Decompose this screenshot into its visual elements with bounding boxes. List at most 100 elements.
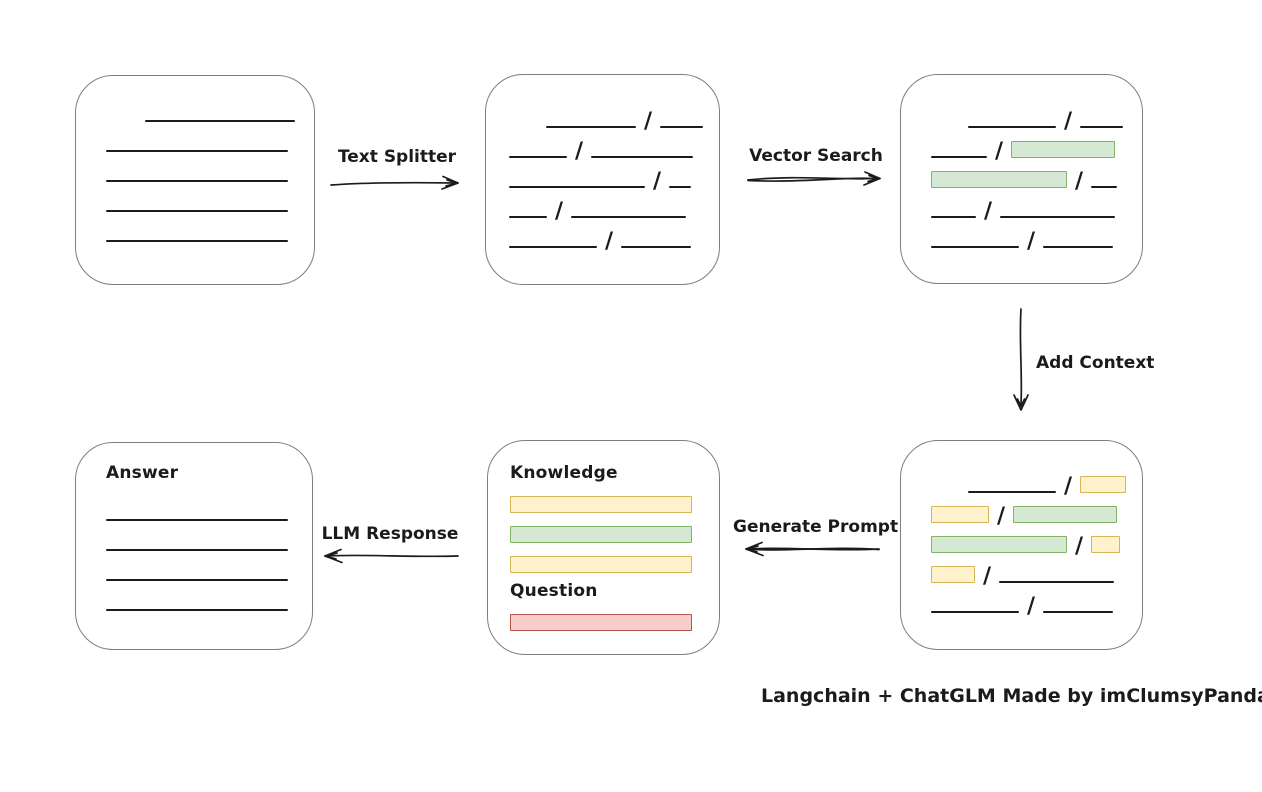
text-line (509, 186, 645, 188)
text-line (621, 246, 692, 248)
text-line (999, 581, 1115, 583)
vector-search-label: Vector Search (749, 146, 883, 166)
text-row: / (931, 218, 1142, 254)
slash-separator: / (983, 564, 992, 589)
yellow-highlight-bar (1091, 536, 1121, 553)
text-line (1043, 246, 1114, 248)
text-row: / (509, 128, 719, 164)
text-line (509, 246, 597, 248)
text-row: / (931, 128, 1142, 164)
text-line (106, 180, 288, 182)
text-row: / (509, 158, 719, 194)
answer-text-lines (106, 491, 312, 611)
context-lines: / / / / / (901, 441, 1142, 619)
llm-response-label: LLM Response (321, 524, 459, 544)
slash-separator: / (653, 169, 662, 194)
text-row (106, 212, 314, 242)
document-text-lines (76, 76, 314, 242)
text-line (571, 216, 687, 218)
text-line (968, 491, 1056, 493)
green-highlight-bar (1013, 506, 1118, 523)
green-highlight-bar (1011, 141, 1116, 158)
slash-separator: / (1075, 169, 1084, 194)
slash-separator: / (1027, 594, 1036, 619)
text-line (931, 246, 1019, 248)
text-line (669, 186, 692, 188)
slash-separator: / (1064, 109, 1073, 134)
text-row (510, 543, 719, 573)
question-label: Question (510, 581, 598, 601)
text-line (106, 210, 288, 212)
text-line (1091, 186, 1118, 188)
text-row (106, 152, 314, 182)
text-row: / (931, 98, 1142, 134)
split-text-node: ///// (485, 74, 720, 285)
generate-prompt-label: Generate Prompt (733, 517, 899, 537)
text-row (106, 92, 314, 122)
text-row: / (931, 463, 1142, 498)
text-line (106, 579, 288, 581)
text-row (106, 581, 312, 611)
slash-separator: / (1027, 229, 1036, 254)
text-row: / (931, 158, 1142, 194)
slash-separator: / (605, 229, 614, 254)
slash-separator: / (984, 199, 993, 224)
text-row (510, 513, 719, 543)
vector-search-arrow (747, 171, 881, 186)
text-splitter-label: Text Splitter (337, 147, 457, 167)
text-line (931, 216, 976, 218)
question-bars (510, 601, 719, 631)
green-highlight-bar (931, 536, 1067, 553)
text-row: / (509, 98, 719, 134)
llm-response-arrow (324, 548, 459, 564)
context-node: / / / / / (900, 440, 1143, 650)
split-text-lines: ///// (486, 75, 719, 254)
yellow-highlight-bar (931, 566, 975, 583)
text-line (106, 150, 288, 152)
text-line (931, 156, 987, 158)
text-row (106, 551, 312, 581)
add-context-arrow (1013, 308, 1029, 411)
slash-separator: / (575, 139, 584, 164)
slash-separator: / (997, 504, 1006, 529)
slash-separator: / (1075, 534, 1084, 559)
slash-separator: / (995, 139, 1004, 164)
text-row: / (509, 188, 719, 223)
text-row (510, 601, 719, 631)
text-line (546, 126, 636, 128)
vector-result-node: / / / / / (900, 74, 1143, 284)
text-line (968, 126, 1056, 128)
green-highlight-bar (510, 526, 692, 543)
slash-separator: / (644, 109, 653, 134)
yellow-highlight-bar (510, 556, 692, 573)
text-splitter-arrow (330, 175, 459, 190)
document-node (75, 75, 315, 285)
generate-prompt-arrow (745, 541, 880, 557)
yellow-highlight-bar (510, 496, 692, 513)
text-line (1043, 611, 1114, 613)
text-row: / (931, 493, 1142, 529)
text-line (106, 609, 288, 611)
yellow-highlight-bar (931, 506, 989, 523)
text-line (145, 120, 295, 122)
text-row: / (931, 583, 1142, 619)
prompt-node: Knowledge Question (487, 440, 720, 655)
add-context-label: Add Context (1036, 353, 1155, 373)
text-row: / (931, 553, 1142, 589)
answer-label: Answer (106, 463, 179, 483)
text-row (106, 122, 314, 152)
text-line (660, 126, 704, 128)
text-row: / (931, 523, 1142, 559)
text-row (106, 491, 312, 521)
text-row (510, 483, 719, 513)
text-line (591, 156, 694, 158)
text-line (106, 240, 288, 242)
text-row (106, 182, 314, 212)
text-row (106, 521, 312, 551)
knowledge-label: Knowledge (510, 463, 618, 483)
answer-node: Answer (75, 442, 313, 650)
text-line (509, 156, 567, 158)
text-line (106, 519, 288, 521)
green-highlight-bar (931, 171, 1067, 188)
